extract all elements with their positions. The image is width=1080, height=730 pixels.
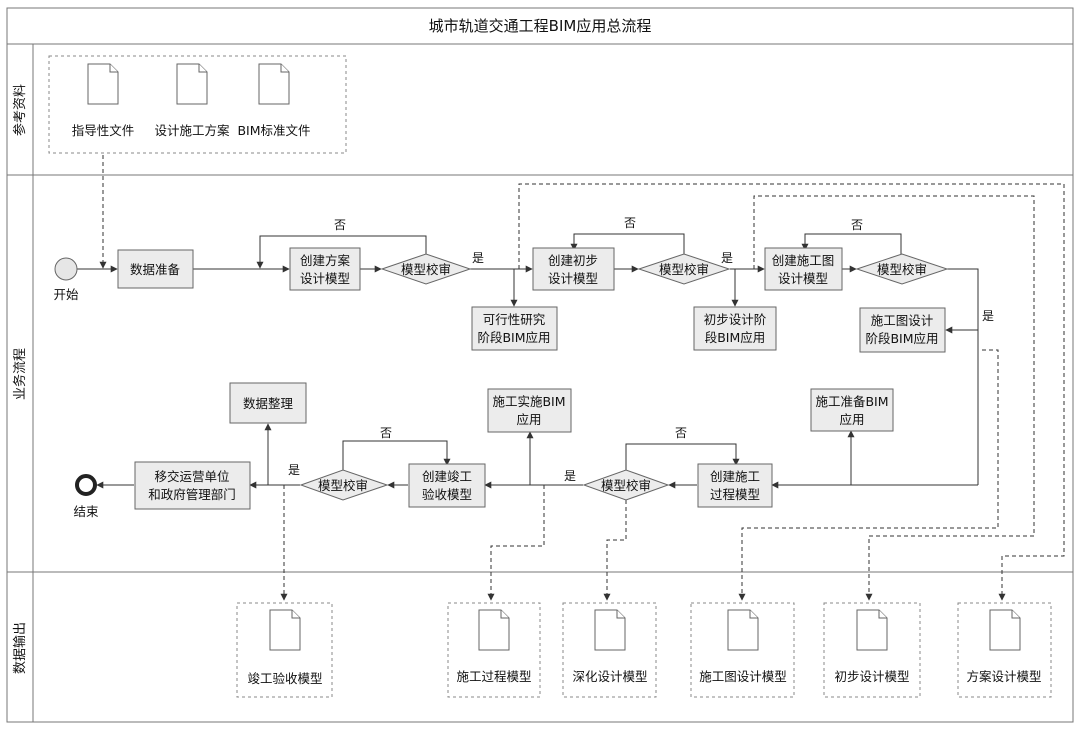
lane-label-reference: 参考资料 (12, 84, 28, 136)
output-doc-construction-drawing: 施工图设计模型 (690, 602, 795, 698)
reference-doc-guidance: 指导性文件 (72, 63, 135, 138)
end-label: 结束 (73, 504, 99, 519)
node-label: 初步设计阶 (704, 312, 767, 327)
edge-label-yes: 是 (982, 309, 994, 323)
edge-label-yes: 是 (288, 463, 300, 477)
output-doc-process: 施工过程模型 (447, 602, 541, 698)
node-handover: 移交运营单位 和政府管理部门 (134, 461, 251, 510)
start-label: 开始 (53, 287, 79, 302)
node-prelim-bim: 初步设计阶 段BIM应用 (693, 306, 777, 351)
edge-label-no: 否 (624, 216, 636, 230)
connectors (77, 155, 1065, 601)
swimlane-frame (6, 7, 1074, 723)
node-label: 应用 (516, 412, 541, 427)
node-label: 模型校审 (601, 478, 651, 493)
node-review-1: 模型校审 (380, 253, 472, 285)
node-label: 创建竣工 (422, 469, 472, 484)
output-doc-label: 竣工验收模型 (247, 671, 322, 686)
node-label: 创建方案 (300, 253, 351, 268)
node-label: 可行性研究 (483, 312, 546, 327)
node-data-arrange: 数据整理 (229, 382, 307, 424)
node-label: 阶段BIM应用 (865, 331, 938, 346)
node-prelim-model: 创建初步 设计模型 (532, 247, 615, 291)
output-doc-completion: 竣工验收模型 (236, 602, 333, 698)
edge-label-no: 否 (380, 426, 392, 440)
node-review-3: 模型校审 (855, 253, 949, 285)
edge-label-no: 否 (675, 426, 687, 440)
edge-label-yes: 是 (721, 251, 733, 265)
node-label: 设计模型 (548, 271, 598, 286)
node-label: 施工实施BIM (492, 394, 565, 409)
node-label: 创建施工 (710, 469, 760, 484)
reference-doc-label: BIM标准文件 (237, 123, 310, 138)
output-doc-label: 施工过程模型 (456, 669, 531, 684)
document-icon (258, 63, 290, 105)
edge-label-no: 否 (851, 218, 863, 232)
edge-label-yes: 是 (564, 469, 576, 483)
node-construction-impl-bim: 施工实施BIM 应用 (487, 388, 572, 433)
reference-doc-label: 设计施工方案 (154, 123, 230, 138)
node-label: 和政府管理部门 (148, 487, 236, 502)
node-cd-bim: 施工图设计 阶段BIM应用 (859, 307, 946, 353)
end-node: 结束 (73, 474, 99, 519)
node-label: 数据整理 (243, 396, 294, 411)
document-icon (727, 609, 759, 651)
node-label: 施工图设计 (871, 313, 934, 328)
node-review-2: 模型校审 (637, 253, 731, 285)
edge-label-no: 否 (334, 218, 346, 232)
document-icon (269, 609, 301, 651)
reference-doc-standard: BIM标准文件 (237, 63, 311, 138)
node-label: 创建施工图 (772, 253, 835, 268)
output-doc-label: 方案设计模型 (966, 669, 1041, 684)
node-review-5: 模型校审 (299, 469, 389, 501)
start-node: 开始 (53, 257, 79, 302)
document-icon (478, 609, 510, 651)
output-doc-label: 深化设计模型 (572, 669, 647, 684)
edge-label-yes: 是 (472, 251, 484, 265)
node-label: 阶段BIM应用 (477, 330, 550, 345)
diagram-title: 城市轨道交通工程BIM应用总流程 (429, 17, 652, 35)
lane-label-business: 业务流程 (12, 348, 28, 400)
node-scheme-model: 创建方案 设计模型 (289, 247, 361, 291)
node-label: 设计模型 (778, 271, 828, 286)
document-icon (856, 609, 888, 651)
node-feasibility-bim: 可行性研究 阶段BIM应用 (471, 306, 558, 351)
node-label: 模型校审 (401, 262, 451, 277)
output-doc-preliminary: 初步设计模型 (823, 602, 921, 698)
document-icon (87, 63, 119, 105)
node-label: 应用 (839, 412, 864, 427)
node-label: 移交运营单位 (154, 469, 229, 484)
reference-doc-label: 指导性文件 (72, 123, 135, 138)
document-icon (594, 609, 626, 651)
node-label: 创建初步 (548, 253, 598, 268)
document-icon (989, 609, 1021, 651)
node-label: 数据准备 (130, 262, 181, 277)
node-label: 段BIM应用 (705, 330, 766, 345)
lane-label-output: 数据输出 (12, 622, 28, 674)
node-data-prep: 数据准备 (117, 249, 194, 289)
node-label: 模型校审 (877, 262, 927, 277)
node-label: 模型校审 (659, 262, 709, 277)
node-cd-model: 创建施工图 设计模型 (764, 247, 843, 291)
reference-group (48, 55, 347, 154)
node-completion-model: 创建竣工 验收模型 (408, 463, 486, 508)
node-label: 模型校审 (318, 478, 368, 493)
node-label: 施工准备BIM (815, 394, 888, 409)
output-doc-detailed: 深化设计模型 (562, 602, 657, 698)
output-doc-label: 施工图设计模型 (699, 669, 787, 684)
node-construction-prep-bim: 施工准备BIM 应用 (810, 388, 894, 432)
reference-doc-plan: 设计施工方案 (154, 63, 230, 138)
document-icon (176, 63, 208, 105)
node-label: 设计模型 (300, 271, 350, 286)
output-doc-label: 初步设计模型 (834, 669, 909, 684)
node-label: 验收模型 (422, 487, 472, 502)
output-doc-scheme: 方案设计模型 (957, 602, 1052, 698)
node-label: 过程模型 (710, 487, 760, 502)
node-process-model: 创建施工 过程模型 (697, 463, 773, 508)
node-review-4: 模型校审 (582, 469, 670, 501)
